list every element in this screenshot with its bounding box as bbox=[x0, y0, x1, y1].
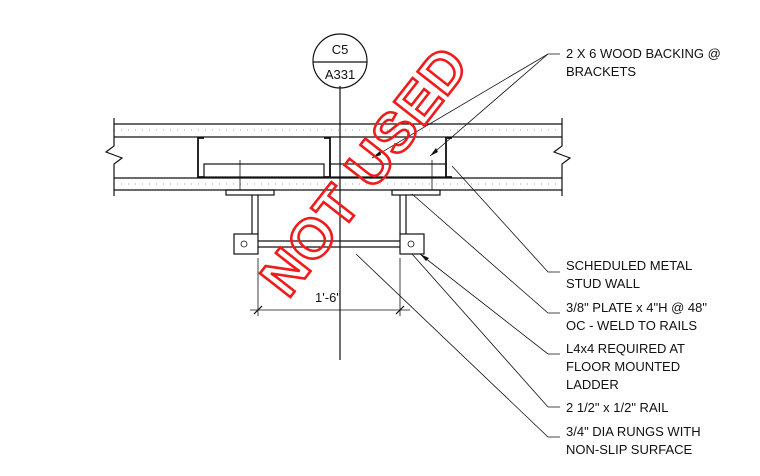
note-line: NON-SLIP SURFACE bbox=[566, 442, 693, 457]
note-line: SCHEDULED METAL bbox=[566, 258, 692, 273]
wood-backing-left bbox=[203, 163, 325, 178]
section-tag: C5 A331 bbox=[312, 33, 368, 89]
note-rungs: 3/4" DIA RUNGS WITH NON-SLIP SURFACE bbox=[566, 424, 701, 457]
dimension-1-6: 1'-6" bbox=[250, 258, 410, 316]
note-line: BRACKETS bbox=[566, 64, 636, 79]
note-plate: 3/8" PLATE x 4"H @ 48" OC - WELD TO RAIL… bbox=[566, 300, 707, 333]
leader-lines bbox=[355, 53, 560, 438]
note-line: L4x4 REQUIRED AT bbox=[566, 341, 685, 356]
note-l4x4: L4x4 REQUIRED AT FLOOR MOUNTED LADDER bbox=[566, 341, 685, 392]
note-line: 3/8" PLATE x 4"H @ 48" bbox=[566, 300, 707, 315]
section-sheet-number: A331 bbox=[325, 67, 355, 82]
bracket-plates bbox=[225, 189, 441, 234]
note-line: STUD WALL bbox=[566, 276, 640, 291]
note-line: 3/4" DIA RUNGS WITH bbox=[566, 424, 701, 439]
ladder-rung bbox=[258, 240, 400, 248]
note-wood-backing: 2 X 6 WOOD BACKING @ BRACKETS bbox=[566, 46, 721, 79]
metal-stud-mid bbox=[324, 137, 331, 178]
note-line: LADDER bbox=[566, 377, 619, 392]
note-metal-stud-wall: SCHEDULED METAL STUD WALL bbox=[566, 258, 692, 291]
note-line: OC - WELD TO RAILS bbox=[566, 318, 697, 333]
note-line: 2 X 6 WOOD BACKING @ bbox=[566, 46, 721, 61]
break-line-right bbox=[552, 118, 572, 196]
gypsum-board-hatch bbox=[114, 129, 562, 185]
section-detail-number: C5 bbox=[332, 42, 349, 57]
wood-backing-right bbox=[329, 163, 447, 178]
note-line: FLOOR MOUNTED bbox=[566, 359, 680, 374]
dimension-label: 1'-6" bbox=[315, 290, 341, 305]
break-line-left bbox=[104, 118, 124, 196]
metal-stud-right bbox=[445, 137, 452, 178]
stud-wall-section bbox=[104, 118, 572, 196]
note-line: 2 1/2" x 1/2" RAIL bbox=[566, 400, 668, 415]
metal-stud-left bbox=[197, 137, 204, 178]
note-rail: 2 1/2" x 1/2" RAIL bbox=[566, 400, 668, 415]
